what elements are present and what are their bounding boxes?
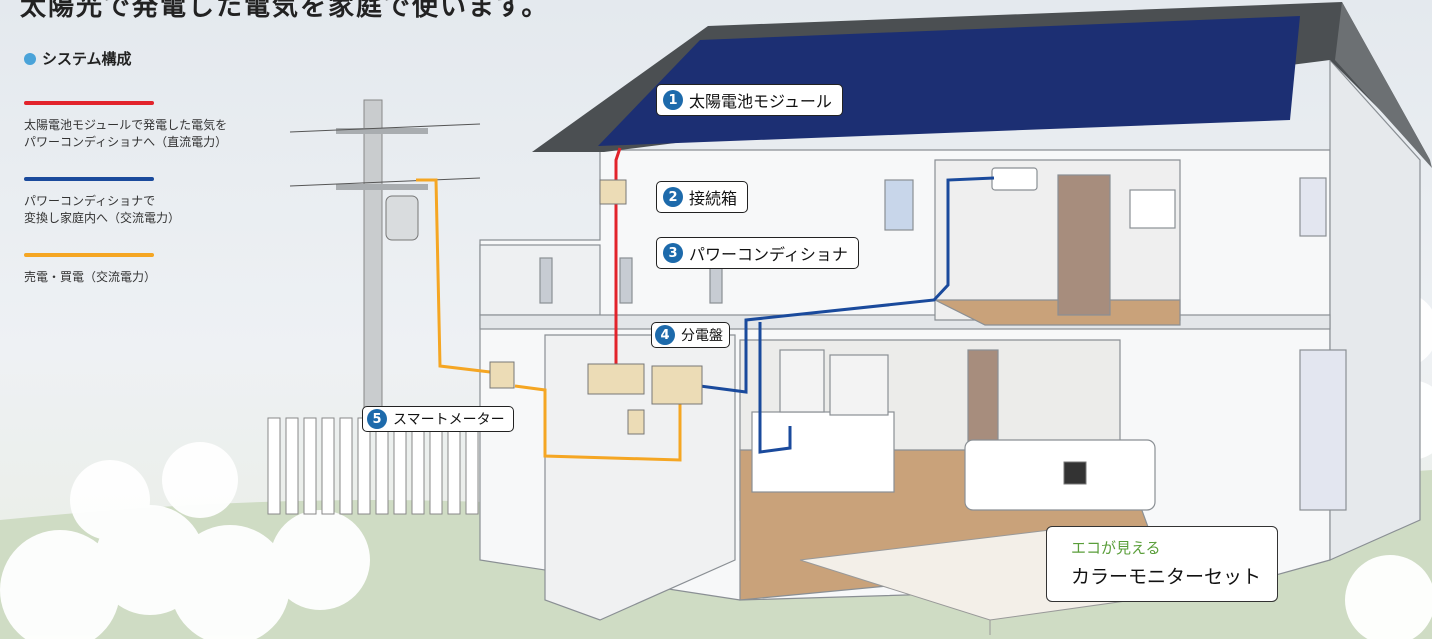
grid-power-line bbox=[416, 178, 682, 462]
legend-text-dc: 太陽電池モジュールで発電した電気を パワーコンディショナへ（直流電力） bbox=[24, 118, 228, 149]
legend-item-dc: 太陽電池モジュールで発電した電気を パワーコンディショナへ（直流電力） bbox=[24, 101, 324, 151]
utility-pole bbox=[289, 99, 481, 431]
legend-item-ac: パワーコンディショナで 変換し家庭内へ（交流電力） bbox=[24, 177, 324, 227]
label-text: 分電盤 bbox=[681, 328, 723, 344]
legend-title: システム構成 bbox=[24, 48, 324, 69]
legend-item-grid: 売電・買電（交流電力） bbox=[24, 253, 324, 286]
number-badge-3: 3 bbox=[663, 243, 683, 263]
legend-text-ac: パワーコンディショナで 変換し家庭内へ（交流電力） bbox=[24, 194, 181, 225]
ac-power-line bbox=[699, 176, 995, 454]
callout-subtitle: エコが見える bbox=[1071, 539, 1161, 557]
label-text: 太陽電池モジュール bbox=[689, 92, 832, 111]
page-heading: 太陽光で発電した電気を家庭で使います。 bbox=[20, 0, 550, 22]
dc-power-line bbox=[614, 147, 622, 368]
number-badge-4: 4 bbox=[655, 325, 675, 345]
label-junction-box: 2 接続箱 bbox=[656, 181, 749, 213]
label-smart-meter: 5 スマートメーター bbox=[362, 406, 514, 432]
label-power-conditioner: 3 パワーコンディショナ bbox=[656, 237, 859, 269]
label-text: スマートメーター bbox=[393, 412, 505, 428]
equipment bbox=[489, 179, 1087, 485]
legend: システム構成 太陽電池モジュールで発電した電気を パワーコンディショナへ（直流電… bbox=[24, 48, 324, 312]
bullet-dot-icon bbox=[24, 52, 36, 65]
dc-line-swatch bbox=[24, 101, 154, 105]
grid-line-swatch bbox=[24, 253, 154, 257]
number-badge-2: 2 bbox=[663, 187, 683, 207]
label-text: 接続箱 bbox=[689, 189, 738, 208]
legend-text-grid: 売電・買電（交流電力） bbox=[24, 270, 157, 284]
label-distribution-board: 4 分電盤 bbox=[651, 322, 730, 348]
label-solar-module: 1 太陽電池モジュール bbox=[656, 84, 843, 116]
fence bbox=[267, 417, 479, 515]
number-badge-1: 1 bbox=[663, 90, 683, 110]
number-badge-5: 5 bbox=[367, 409, 387, 429]
label-text: パワーコンディショナ bbox=[689, 245, 848, 264]
callout-title: カラーモニターセット bbox=[1071, 566, 1262, 588]
ac-line-swatch bbox=[24, 177, 154, 181]
monitor-callout: エコが見える カラーモニターセット bbox=[1046, 526, 1278, 602]
